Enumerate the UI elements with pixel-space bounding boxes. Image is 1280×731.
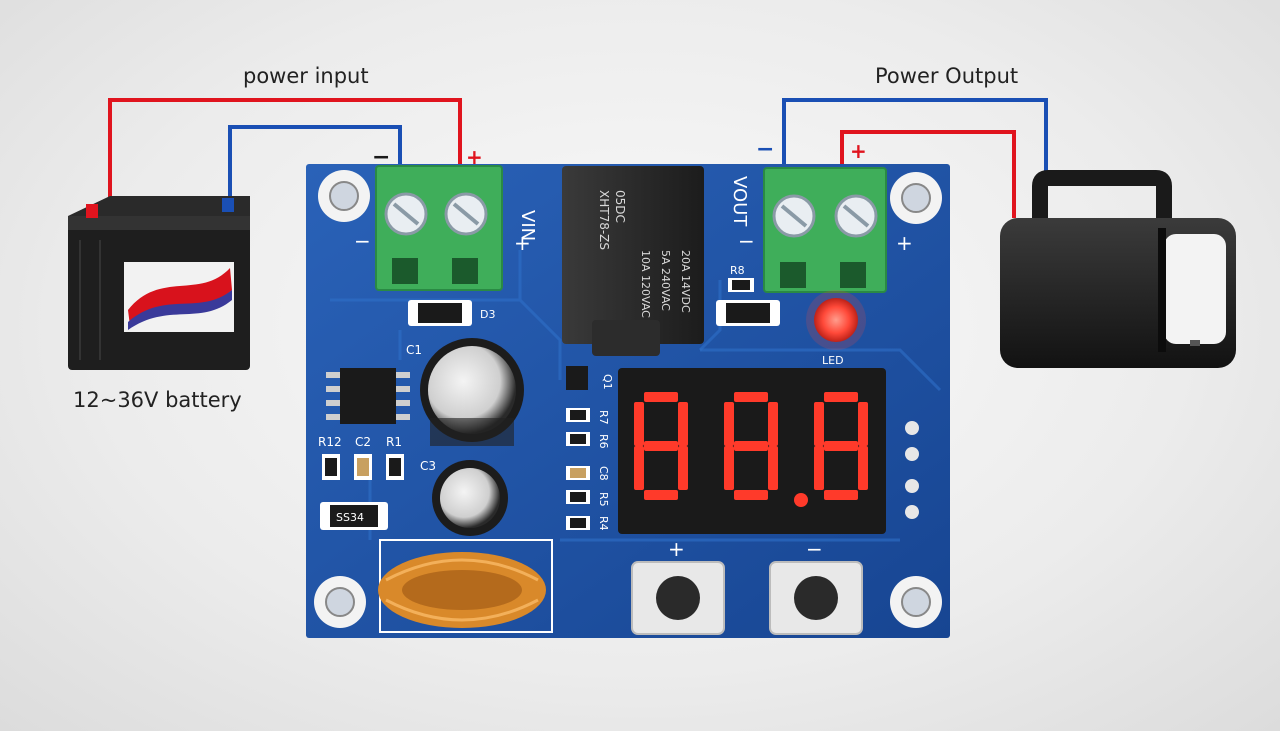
segment-1-c bbox=[768, 446, 778, 490]
silk-vin-plus: + bbox=[514, 231, 531, 255]
segment-2-f bbox=[814, 402, 824, 446]
segment-2-a bbox=[824, 392, 858, 402]
output-wires bbox=[782, 98, 1048, 218]
diode-zener bbox=[716, 300, 780, 326]
silk-q1: Q1 bbox=[601, 374, 614, 390]
silk-led: LED bbox=[822, 354, 844, 367]
smd-components bbox=[322, 366, 590, 530]
silk-r6: R6 bbox=[597, 434, 610, 449]
segment-1-a bbox=[734, 392, 768, 402]
segment-0-a bbox=[644, 392, 678, 402]
segment-2-c bbox=[858, 446, 868, 490]
power-output-label: Power Output bbox=[875, 64, 1019, 88]
segment-0-b bbox=[678, 402, 688, 446]
led-indicator-icon bbox=[814, 298, 858, 342]
input-plus-mark: + bbox=[466, 145, 483, 169]
input-wires bbox=[108, 98, 462, 212]
decimal-point bbox=[794, 493, 808, 507]
relay-markings: XHT78-ZS 05DC 10A 120VAC 5A 240VAC 20A 1… bbox=[597, 190, 692, 318]
segment-2-d bbox=[824, 490, 858, 500]
segment-2-e bbox=[814, 446, 824, 490]
silk-r8: R8 bbox=[730, 264, 745, 277]
segment-0-g bbox=[644, 441, 678, 451]
silk-c3: C3 bbox=[420, 459, 436, 473]
relay-line-1: XHT78-ZS bbox=[597, 190, 611, 250]
capacitor-c1 bbox=[420, 338, 524, 446]
segment-0-e bbox=[634, 446, 644, 490]
relay-line-3: 10A 120VAC bbox=[639, 250, 652, 318]
relay-line-4: 5A 240VAC bbox=[659, 250, 672, 311]
silk-ss34: SS34 bbox=[336, 511, 364, 524]
output-plus-mark: + bbox=[850, 139, 867, 163]
diode-d3 bbox=[408, 300, 472, 326]
silk-vout-plus: + bbox=[896, 231, 913, 255]
mounting-hole-icon bbox=[314, 170, 942, 628]
battery-negative-terminal-icon bbox=[222, 198, 234, 212]
segment-2-g bbox=[824, 441, 858, 451]
silk-vout: VOUT bbox=[729, 176, 750, 227]
silk-r7: R7 bbox=[597, 410, 610, 425]
battery-label: 12~36V battery bbox=[73, 388, 242, 412]
battery-positive-terminal-icon bbox=[86, 204, 98, 218]
silk-d3: D3 bbox=[480, 308, 495, 321]
silk-r5: R5 bbox=[597, 492, 610, 507]
relay bbox=[562, 166, 704, 356]
input-positive-wire bbox=[108, 98, 462, 212]
segment-2-b bbox=[858, 402, 868, 446]
input-terminal-block bbox=[375, 165, 503, 291]
silk-c2: C2 bbox=[355, 435, 371, 449]
pcb-board: VIN + − VOUT − + XHT78-ZS 05DC 10A 120VA… bbox=[306, 164, 950, 638]
pin-header bbox=[905, 421, 919, 519]
segment-1-g bbox=[734, 441, 768, 451]
capacitor-c3 bbox=[432, 460, 508, 536]
segment-1-d bbox=[734, 490, 768, 500]
display-digits bbox=[634, 392, 868, 507]
relay-line-5: 20A 14VDC bbox=[679, 250, 692, 313]
silk-c1: C1 bbox=[406, 343, 422, 357]
segment-0-c bbox=[678, 446, 688, 490]
decrease-button[interactable] bbox=[769, 561, 863, 635]
relay-line-2: 05DC bbox=[613, 190, 627, 223]
power-input-label: power input bbox=[243, 64, 369, 88]
output-negative-wire bbox=[782, 98, 1048, 218]
segment-0-d bbox=[644, 490, 678, 500]
lamp-panel-icon bbox=[1164, 234, 1226, 344]
output-minus-mark: − bbox=[756, 137, 774, 162]
output-positive-wire bbox=[840, 130, 1016, 218]
silk-button-plus: + bbox=[668, 537, 685, 561]
portable-power-station bbox=[1000, 170, 1236, 368]
segment-1-e bbox=[724, 446, 734, 490]
inductor-coil bbox=[378, 539, 553, 633]
silk-button-minus: − bbox=[806, 537, 823, 561]
silk-r1: R1 bbox=[386, 435, 402, 449]
ic-chip bbox=[326, 368, 410, 424]
increase-button[interactable] bbox=[631, 561, 725, 635]
input-negative-wire bbox=[228, 125, 402, 206]
segment-1-f bbox=[724, 402, 734, 446]
silk-vin: VIN bbox=[517, 210, 538, 241]
diode-ss34 bbox=[320, 502, 388, 530]
input-minus-mark: − bbox=[372, 145, 390, 170]
silk-vout-minus: − bbox=[738, 229, 755, 253]
segment-0-f bbox=[634, 402, 644, 446]
segment-1-b bbox=[768, 402, 778, 446]
silk-r4: R4 bbox=[597, 516, 610, 531]
output-terminal-block bbox=[763, 167, 887, 293]
seven-segment-display bbox=[618, 368, 886, 534]
battery bbox=[68, 196, 250, 370]
silk-c8: C8 bbox=[597, 466, 610, 481]
silk-vin-minus: − bbox=[354, 229, 371, 253]
silk-r12: R12 bbox=[318, 435, 342, 449]
